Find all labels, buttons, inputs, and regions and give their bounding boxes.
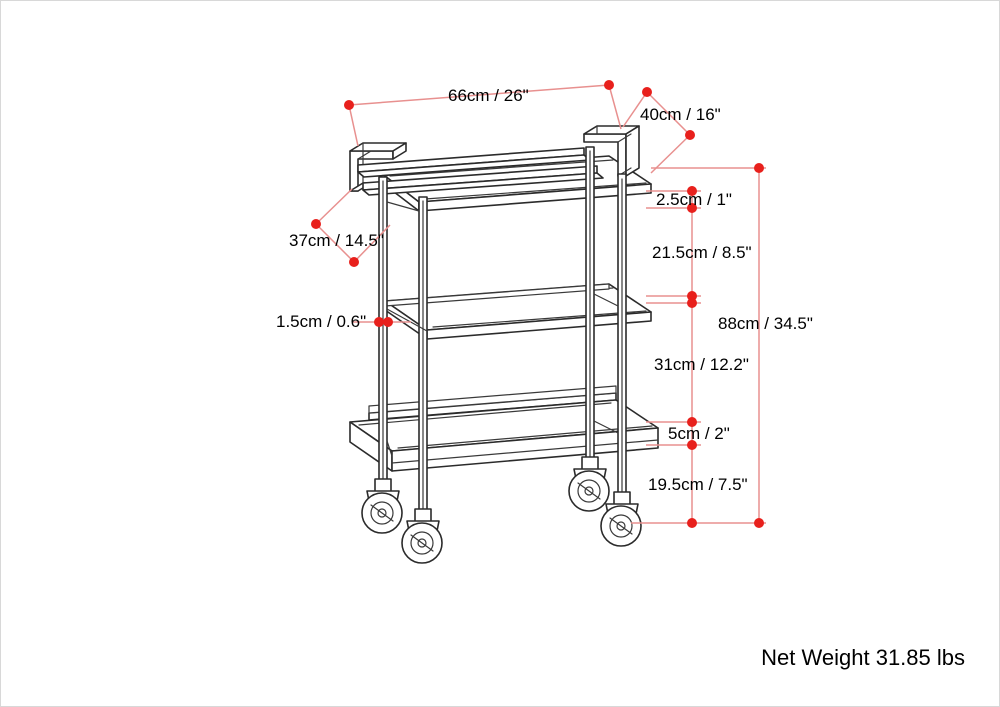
cart-illustration [349,125,659,564]
dim-depth-40 [622,87,695,174]
top-handle-rail [357,147,604,196]
bottom-shelf [349,385,659,472]
middle-shelf [384,283,652,340]
caster-front-left [401,508,443,564]
top-handle-right [583,125,640,177]
dim-label-overall-height: 88cm / 34.5" [718,314,813,333]
dim-clearance-21-5 [646,291,701,308]
dim-label-caster-height: 19.5cm / 7.5" [648,475,748,494]
post-rear-left [378,176,388,494]
caster-front-right [600,491,642,547]
shelf-brackets [386,201,619,457]
dim-bottom-lip-5 [646,417,701,450]
dim-label-top-lip: 2.5cm / 1" [656,190,732,209]
dim-label-handle-depth: 37cm / 14.5" [289,231,384,250]
dim-label-post-thickness: 1.5cm / 0.6" [276,312,367,331]
dim-label-width: 66cm / 26" [448,86,529,105]
dim-post-thickness-1-5 [353,317,411,327]
dim-handle-depth-37 [311,188,391,267]
dim-width-66 [344,80,622,147]
dim-label-middle-clearance: 31cm / 12.2" [654,355,749,374]
post-front-left [418,196,428,524]
dim-label-top-clearance: 21.5cm / 8.5" [652,243,752,262]
net-weight-label: Net Weight 31.85 lbs [761,645,965,670]
dim-label-bottom-lip: 5cm / 2" [668,424,730,443]
dim-overall-height-88 [651,163,766,528]
dim-baseline [631,518,766,528]
caster-rear-left [361,478,403,534]
dim-label-depth: 40cm / 16" [640,105,721,124]
dim-top-lip-2-5 [646,186,701,213]
caster-rear-right [568,456,610,512]
post-rear-right [585,146,595,472]
post-front-right [617,173,627,507]
